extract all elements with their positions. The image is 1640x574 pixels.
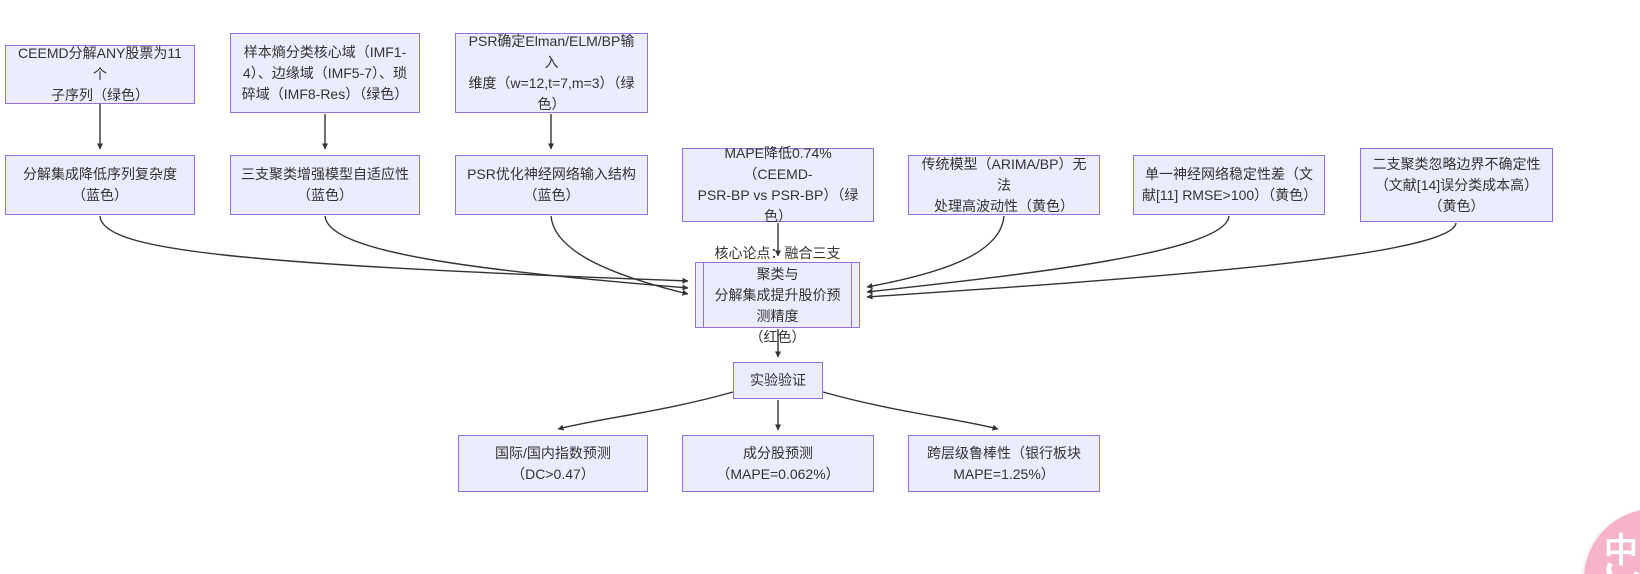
node-three-way-clustering: 三支聚类增强模型自适应性 （蓝色） bbox=[230, 155, 420, 215]
node-decompose-ensemble: 分解集成降低序列复杂度 （蓝色） bbox=[5, 155, 195, 215]
node-traditional-models: 传统模型（ARIMA/BP）无法 处理高波动性（黄色） bbox=[908, 155, 1100, 215]
node-experiment-validation: 实验验证 bbox=[733, 362, 823, 399]
node-mape-reduce: MAPE降低0.74%（CEEMD- PSR-BP vs PSR-BP）（绿 色… bbox=[682, 145, 874, 224]
edge-singlenn-to-core bbox=[866, 215, 1230, 295]
edge-decompose-to-core bbox=[99, 215, 689, 284]
node-psr-optimize: PSR优化神经网络输入结构 （蓝色） bbox=[455, 155, 648, 215]
node-constituent-forecast: 成分股预测 （MAPE=0.062%） bbox=[682, 435, 874, 492]
edge-twoway-to-core bbox=[866, 222, 1457, 300]
translate-badge-button[interactable]: 中A bbox=[1584, 509, 1640, 574]
node-robustness: 跨层级鲁棒性（银行板块 MAPE=1.25%） bbox=[908, 435, 1100, 492]
edge-traditional-to-core bbox=[866, 215, 1005, 289]
node-core-thesis: 核心论点：融合三支聚类与 分解集成提升股价预测精度 （红色） bbox=[695, 245, 860, 345]
translate-icon: 中A bbox=[1604, 532, 1640, 570]
edge-experiment-to-index bbox=[557, 391, 734, 431]
edge-psropt-to-core bbox=[550, 215, 689, 296]
node-ceemd-decompose: CEEMD分解ANY股票为11个 子序列（绿色） bbox=[5, 45, 195, 104]
node-sample-entropy: 样本熵分类核心域（IMF1- 4）、边缘域（IMF5-7）、琐 碎域（IMF8-… bbox=[230, 33, 420, 113]
node-index-forecast: 国际/国内指数预测 （DC>0.47） bbox=[458, 435, 648, 492]
edge-experiment-to-robustness bbox=[822, 391, 999, 431]
node-core-thesis-label: 核心论点：融合三支聚类与 分解集成提升股价预测精度 （红色） bbox=[703, 245, 852, 345]
node-psr-input-dims: PSR确定Elman/ELM/BP输入 维度（w=12,t=7,m=3）（绿 色… bbox=[455, 33, 648, 113]
node-single-nn: 单一神经网络稳定性差（文 献[11] RMSE>100）（黄色） bbox=[1133, 155, 1325, 215]
node-two-way-clustering: 二支聚类忽略边界不确定性 （文献[14]误分类成本高） （黄色） bbox=[1360, 148, 1553, 222]
edge-clustering-to-core bbox=[324, 215, 689, 291]
